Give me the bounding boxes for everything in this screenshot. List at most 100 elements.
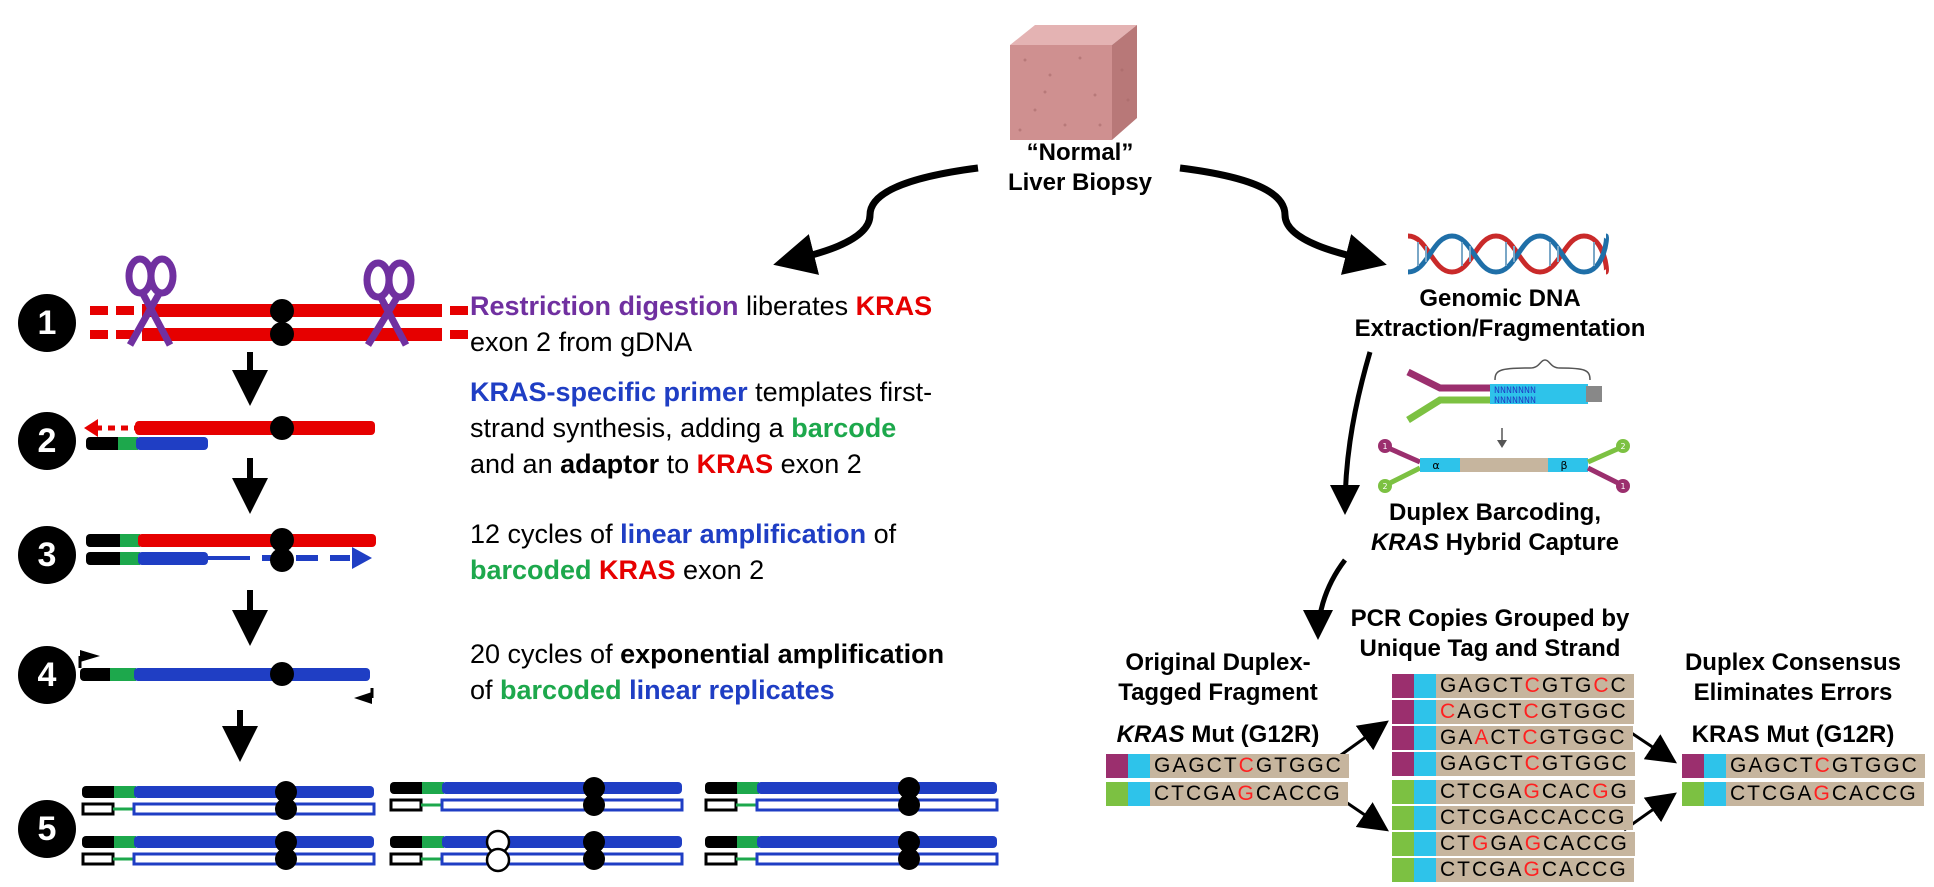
sequence-row: CTGGAGCACCG xyxy=(1392,832,1635,856)
tag-num-2b: 2 xyxy=(1620,442,1625,451)
barcode-tag xyxy=(1414,674,1436,698)
barcode-tag xyxy=(1414,726,1436,750)
strand-tag xyxy=(1682,782,1704,806)
duplex-barcoding-line1: Duplex Barcoding, xyxy=(1388,499,1602,526)
kras-italic: KRAS xyxy=(1116,721,1185,748)
tag-num-1a: 1 xyxy=(1382,442,1387,451)
tag-num-1b: 1 xyxy=(1620,482,1625,491)
step-number-5: 5 xyxy=(18,800,76,858)
linear-amplification-term: linear amplification xyxy=(620,519,867,549)
sequence-row: GAACTCGTGGC xyxy=(1392,726,1633,750)
sequence-text: CTCGAGCACGG xyxy=(1436,780,1635,804)
restriction-digestion-term: Restriction digestion xyxy=(470,291,739,321)
sequence-row: CTCGAGCACGG xyxy=(1392,780,1635,804)
adaptor-term: adaptor xyxy=(560,449,660,479)
arrow-to-left-workflow xyxy=(773,164,979,275)
duplex-consensus-line1: Duplex Consensus xyxy=(1684,649,1902,676)
strand-tag xyxy=(1392,858,1414,882)
biopsy-label-line2: Liver Biopsy xyxy=(1007,169,1153,196)
barcoded-term: barcoded xyxy=(500,675,622,705)
liver-biopsy-cube-icon xyxy=(1010,25,1137,140)
sequence-row: CAGCTCGTGGC xyxy=(1392,700,1634,724)
genomic-dna-line1: Genomic DNA xyxy=(1419,285,1581,312)
strand-tag xyxy=(1392,832,1414,856)
tag-num-2a: 2 xyxy=(1382,482,1387,491)
pcr-copies-label: PCR Copies Grouped by Unique Tag and Str… xyxy=(1340,604,1640,664)
step-number-4: 4 xyxy=(18,646,76,704)
original-fragment-line1: Original Duplex- xyxy=(1125,649,1311,676)
step2-text: KRAS-specific primer templates first- st… xyxy=(470,374,932,482)
scissors-icon-right xyxy=(363,259,415,347)
step1-dna xyxy=(90,299,468,346)
pcr-copies-line1: PCR Copies Grouped by xyxy=(1350,605,1630,632)
alpha-label: α xyxy=(1432,459,1439,472)
step2-text-i: exon 2 xyxy=(773,449,862,479)
step4-text-a: 20 cycles of xyxy=(470,639,621,669)
duplex-barcoding-label: Duplex Barcoding, KRAS Hybrid Capture xyxy=(1340,498,1650,558)
genomic-dna-line2: Extraction/Fragmentation xyxy=(1354,315,1646,342)
step3-text-c: of xyxy=(866,519,897,549)
step-number-3: 3 xyxy=(18,526,76,584)
step2-text-c: strand synthesis, adding a xyxy=(470,413,792,443)
barcoded-term: barcoded xyxy=(470,555,592,585)
strand-tag xyxy=(1392,752,1414,776)
strand-tag xyxy=(1392,674,1414,698)
step2-text-e: and an xyxy=(470,449,561,479)
biopsy-label: “Normal” Liver Biopsy xyxy=(980,138,1180,198)
sequence-row: CTCGAGCACCG xyxy=(1682,782,1924,806)
original-fragment-line2: Tagged Fragment xyxy=(1118,679,1318,706)
duplex-pair xyxy=(704,831,999,870)
step1-text-d: exon 2 from gDNA xyxy=(470,327,693,357)
duplex-tagged-molecule xyxy=(1378,439,1630,493)
duplex-pair xyxy=(704,777,999,816)
sequence-row: GAGCTCGTGGC xyxy=(1392,752,1635,776)
step5-dna xyxy=(81,777,999,873)
duplex-pair xyxy=(389,777,684,816)
step3-text: 12 cycles of linear amplification of bar… xyxy=(470,516,896,588)
sequence-text: CAGCTCGTGGC xyxy=(1436,700,1634,724)
arrow-to-right-workflow xyxy=(1179,164,1387,275)
sequence-row: GAGCTCGTGCC xyxy=(1392,674,1634,698)
exponential-amplification-term: exponential amplification xyxy=(620,639,945,669)
duplex-pair xyxy=(81,831,376,870)
step2-dna xyxy=(84,416,375,450)
linear-replicates-term: linear replicates xyxy=(621,675,835,705)
barcode-tag xyxy=(1414,832,1436,856)
primer-term: KRAS-specific primer xyxy=(470,377,748,407)
step4-dna xyxy=(78,650,374,704)
step4-text: 20 cycles of exponential amplification o… xyxy=(470,636,944,708)
barcode-tag xyxy=(1414,858,1436,882)
barcode-tag xyxy=(1704,782,1726,806)
adapter-seq-top: NNNNNNN xyxy=(1494,386,1536,397)
sequence-text: GAGCTCGTGGC xyxy=(1150,754,1349,778)
barcode-tag xyxy=(1128,782,1150,806)
sequence-row: CTCGAGCACCG xyxy=(1106,782,1348,806)
y-adapter-graphic xyxy=(1406,359,1602,448)
step3-text-f: exon 2 xyxy=(675,555,765,585)
strand-tag xyxy=(1392,726,1414,750)
kras-term: KRAS xyxy=(591,555,676,585)
genomic-dna-label: Genomic DNA Extraction/Fragmentation xyxy=(1340,284,1660,344)
duplex-pair-with-error xyxy=(389,829,684,873)
step1-text: Restriction digestion liberates KRAS exo… xyxy=(470,288,932,360)
sequence-text: GAGCTCGTGCC xyxy=(1436,674,1634,698)
barcode-tag xyxy=(1414,780,1436,804)
strand-tag xyxy=(1682,754,1704,778)
biopsy-label-line1: “Normal” xyxy=(1026,139,1134,166)
step2-text-b: templates first- xyxy=(747,377,933,407)
sequence-text: CTCGAGCACCG xyxy=(1726,782,1924,806)
sequence-row: GAGCTCGTGGC xyxy=(1682,754,1925,778)
hybrid-capture-text: Hybrid Capture xyxy=(1438,529,1620,556)
barcode-tag xyxy=(1704,754,1726,778)
sequence-row: CTCGAGCACCG xyxy=(1392,858,1634,882)
dna-helix-icon xyxy=(1407,233,1609,275)
strand-tag xyxy=(1392,700,1414,724)
duplex-consensus-line2: Eliminates Errors xyxy=(1693,679,1893,706)
duplex-consensus-label: Duplex Consensus Eliminates Errors xyxy=(1668,648,1918,708)
sequence-text: GAGCTCGTGGC xyxy=(1726,754,1925,778)
step4-text-c: of xyxy=(470,675,501,705)
kras-italic: KRAS xyxy=(1370,529,1439,556)
scissors-icon-left xyxy=(125,255,177,347)
barcode-tag xyxy=(1414,806,1436,830)
step1-text-b: liberates xyxy=(738,291,856,321)
